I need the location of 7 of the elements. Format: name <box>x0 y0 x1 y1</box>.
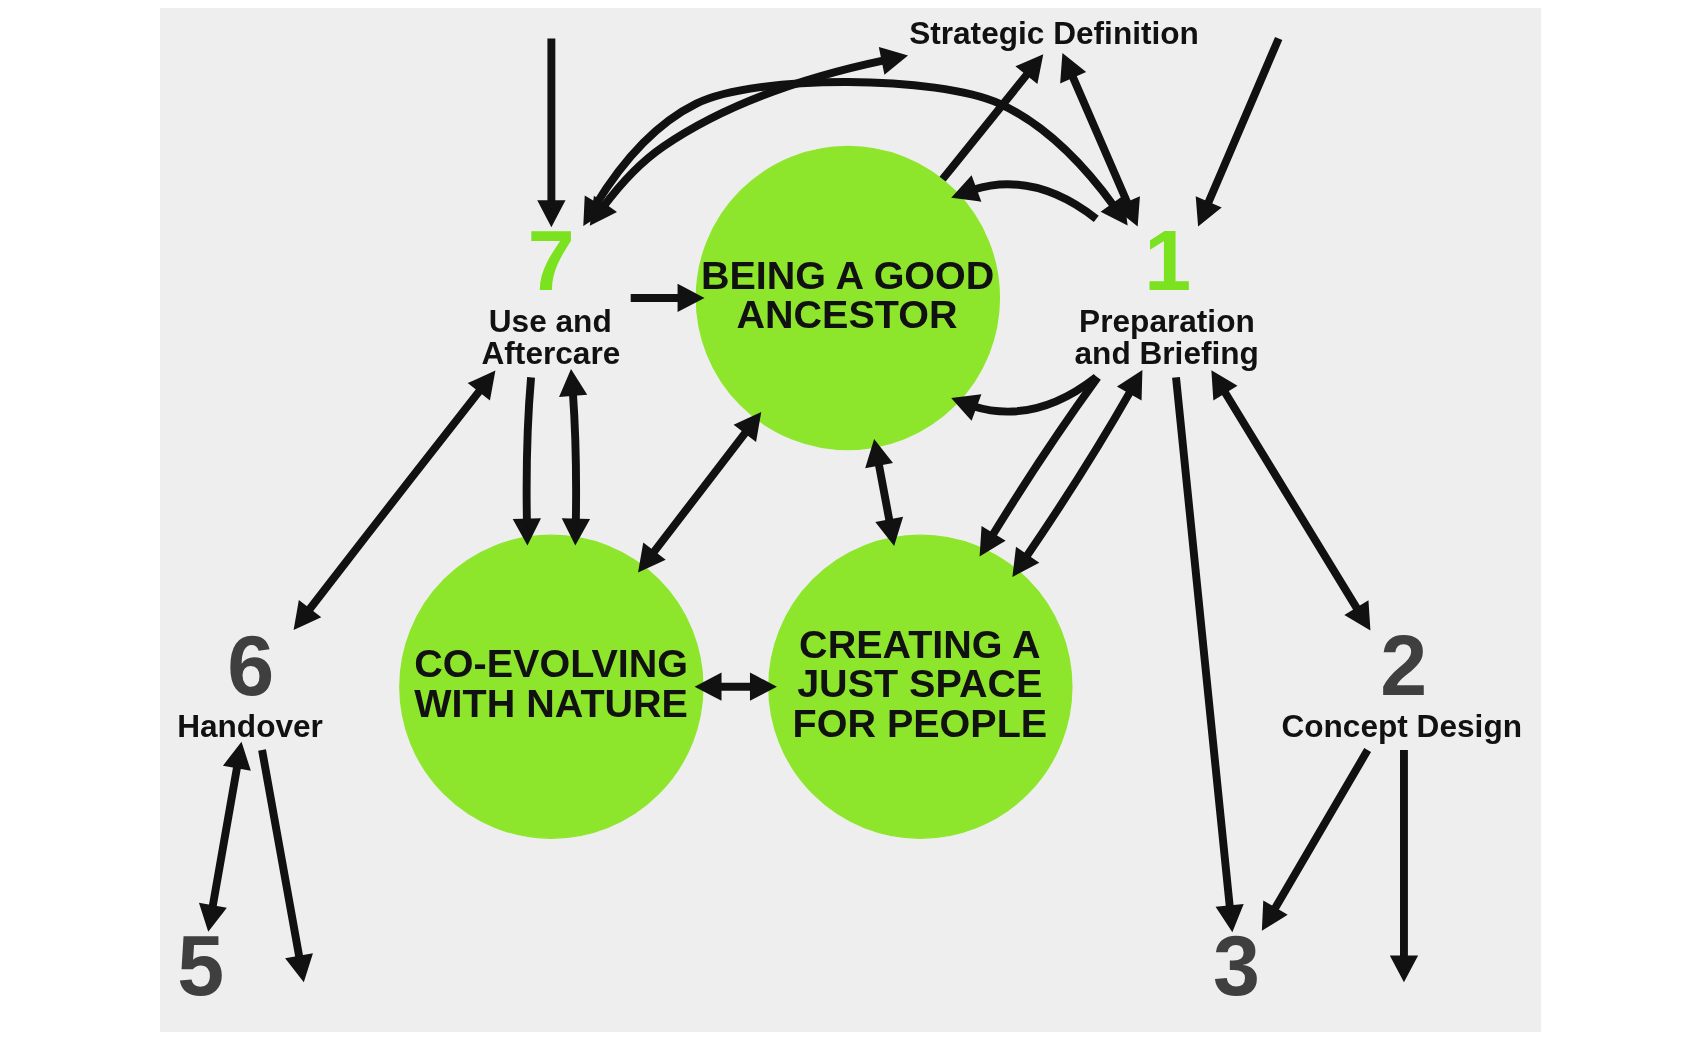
node-text: 7 Use and Aftercare <box>481 214 620 372</box>
node-text: 6 Handover <box>176 618 323 745</box>
node-text: 2 Concept Design <box>1280 618 1522 745</box>
node-text: 5 <box>176 919 224 1014</box>
node-text: Strategic Definition <box>908 14 1199 51</box>
node-text: 3 <box>1212 919 1260 1014</box>
node-text: 1 Preparation and Briefing <box>1074 214 1259 372</box>
